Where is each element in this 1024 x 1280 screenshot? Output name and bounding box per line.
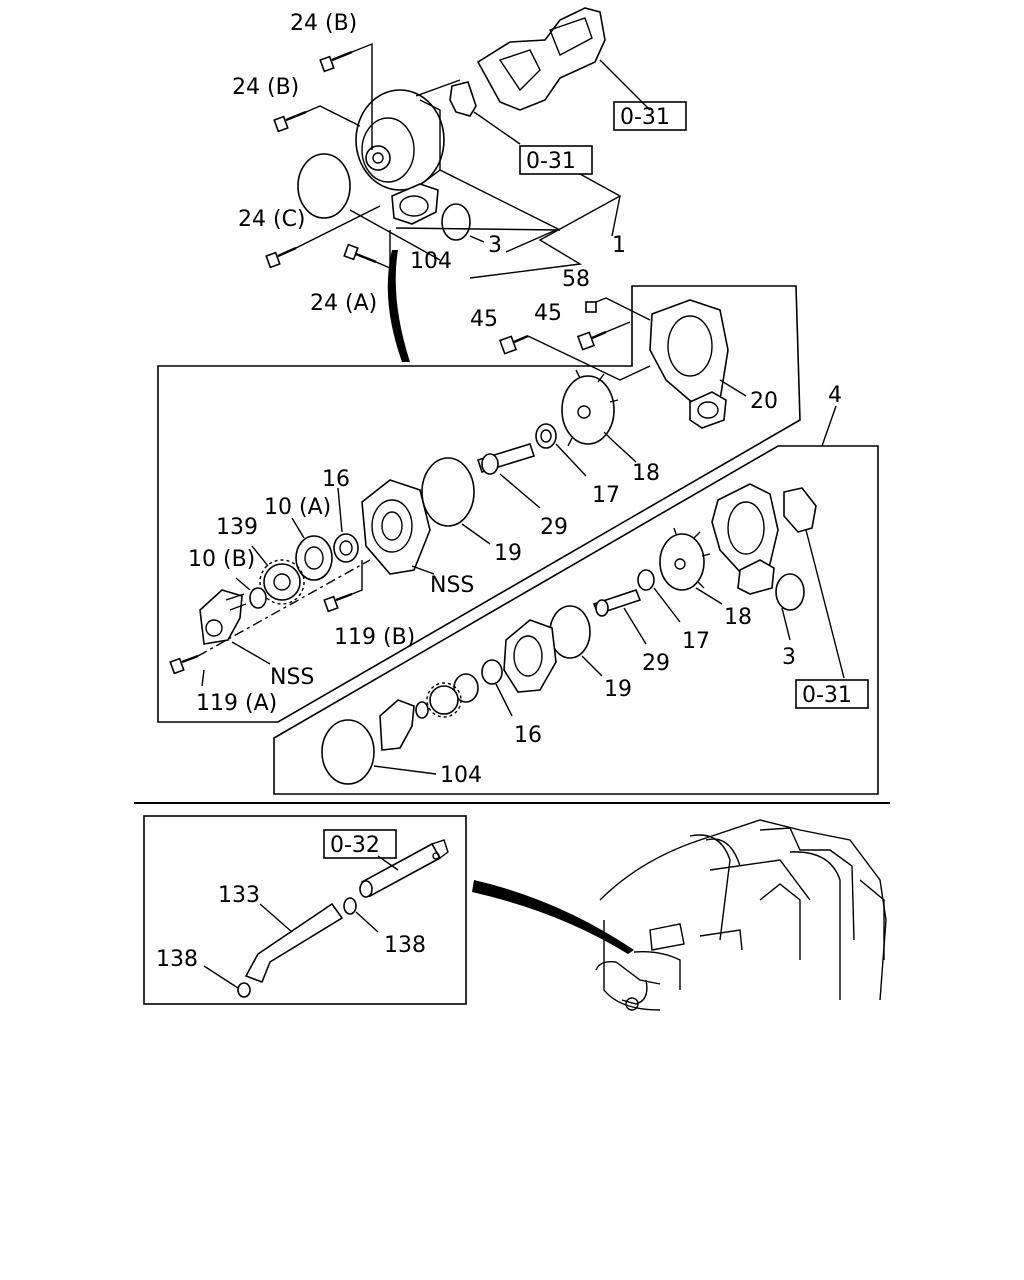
ref-box-0-32: 0-32 — [323, 829, 397, 859]
label-19-main: 19 — [494, 541, 522, 566]
bearing-housing-nss — [361, 479, 431, 575]
pump-base-nss — [199, 589, 247, 645]
bearing-10b — [249, 587, 267, 609]
detail-arrow-bottom — [472, 880, 634, 954]
label-nss-base: NSS — [270, 665, 314, 690]
impeller-18-assy-4 — [659, 527, 711, 591]
impeller-18-main — [561, 369, 619, 447]
bolt-119b — [323, 592, 353, 613]
label-58: 58 — [562, 267, 590, 292]
bearing-housing-assy-4 — [503, 619, 557, 693]
label-17-main: 17 — [592, 483, 620, 508]
ref-box-0-31-c: 0-31 — [795, 679, 869, 709]
outlet-flange — [391, 183, 439, 225]
svg-text:0-31: 0-31 — [802, 683, 852, 708]
hose-133 — [244, 902, 344, 984]
o-ring-19-main — [421, 457, 475, 527]
hose-parts — [203, 839, 449, 998]
bolt-119a — [169, 654, 199, 675]
stud-58 — [585, 301, 597, 313]
hose-clamp-138-right — [343, 897, 357, 915]
label-3-assy-4: 3 — [782, 645, 796, 670]
label-nss-housing: NSS — [430, 573, 474, 598]
label-138-right: 138 — [384, 933, 426, 958]
svg-text:0-32: 0-32 — [330, 833, 380, 858]
label-20: 20 — [750, 389, 778, 414]
label-16-assy-4: 16 — [514, 723, 542, 748]
ref-box-0-31-b: 0-31 — [519, 145, 593, 175]
label-24a: 24 (A) — [310, 291, 377, 316]
thermostat-housing — [476, 7, 606, 111]
water-pipe — [359, 839, 449, 898]
exploded-view-frame-main — [157, 285, 801, 723]
bolt-45b — [576, 330, 607, 351]
label-138-left: 138 — [156, 947, 198, 972]
label-24c: 24 (C) — [238, 207, 306, 232]
bearing-small-assy-4 — [415, 701, 429, 719]
bolt-45a — [498, 334, 529, 355]
o-ring-104-assy-4 — [321, 719, 375, 785]
label-104-assy-4: 104 — [440, 763, 482, 788]
bolt-24b-mid — [273, 110, 307, 133]
label-24b-top: 24 (B) — [290, 11, 357, 36]
hose-detail-frame — [143, 815, 467, 1005]
label-17-assy-4: 17 — [682, 629, 710, 654]
water-pump-assembly-top — [265, 7, 651, 279]
label-16-main: 16 — [322, 467, 350, 492]
label-18-main: 18 — [632, 461, 660, 486]
svg-text:0-31: 0-31 — [526, 149, 576, 174]
seal-17-main — [535, 423, 557, 449]
o-ring-3 — [441, 203, 471, 241]
label-119a: 119 (A) — [196, 691, 277, 716]
svg-text:0-31: 0-31 — [620, 105, 670, 130]
bearing-10a — [295, 535, 333, 581]
label-19-assy-4: 19 — [604, 677, 632, 702]
gear-assy-4 — [429, 685, 459, 715]
label-45b: 45 — [534, 301, 562, 326]
label-10b: 10 (B) — [188, 547, 255, 572]
bearing-assy-4 — [453, 673, 479, 703]
exploded-parts-assy-4 — [321, 483, 845, 785]
engine-location-view — [595, 819, 887, 1011]
bearing-16-main — [333, 533, 359, 563]
pump-cover-assy-4 — [711, 483, 779, 575]
bearing-16-assy-4 — [481, 659, 503, 685]
gear-139 — [259, 559, 305, 605]
detail-arrow-top — [387, 250, 410, 362]
label-3-top: 3 — [488, 233, 502, 258]
gasket-assy-4 — [783, 487, 817, 533]
label-104-top: 104 — [410, 249, 452, 274]
label-24b-mid: 24 (B) — [232, 75, 299, 100]
exploded-parts-main — [169, 297, 747, 687]
shaft-29-main — [476, 443, 536, 475]
o-ring-19-assy-4 — [549, 605, 591, 659]
label-119b: 119 (B) — [334, 625, 415, 650]
label-4: 4 — [828, 383, 842, 408]
ref-box-0-31-a: 0-31 — [613, 101, 687, 131]
hose-clamp-138-left — [237, 982, 251, 998]
o-ring-3-assy-4 — [775, 573, 805, 611]
gasket-small — [449, 81, 477, 117]
seal-17-assy-4 — [637, 569, 655, 591]
label-139: 139 — [216, 515, 258, 540]
label-10a: 10 (A) — [264, 495, 331, 520]
o-ring-104 — [297, 153, 351, 219]
bolt-24a — [343, 243, 377, 264]
label-29-assy-4: 29 — [642, 651, 670, 676]
label-18-assy-4: 18 — [724, 605, 752, 630]
label-45a: 45 — [470, 307, 498, 332]
label-133: 133 — [218, 883, 260, 908]
bolt-24c — [265, 246, 297, 269]
bolt-24b-top — [319, 50, 353, 73]
label-1: 1 — [612, 233, 626, 258]
label-29-main: 29 — [540, 515, 568, 540]
shaft-29-assy-4 — [592, 589, 642, 617]
exploded-view-frame-assy-4 — [273, 445, 879, 795]
pump-base-assy-4 — [379, 699, 415, 751]
